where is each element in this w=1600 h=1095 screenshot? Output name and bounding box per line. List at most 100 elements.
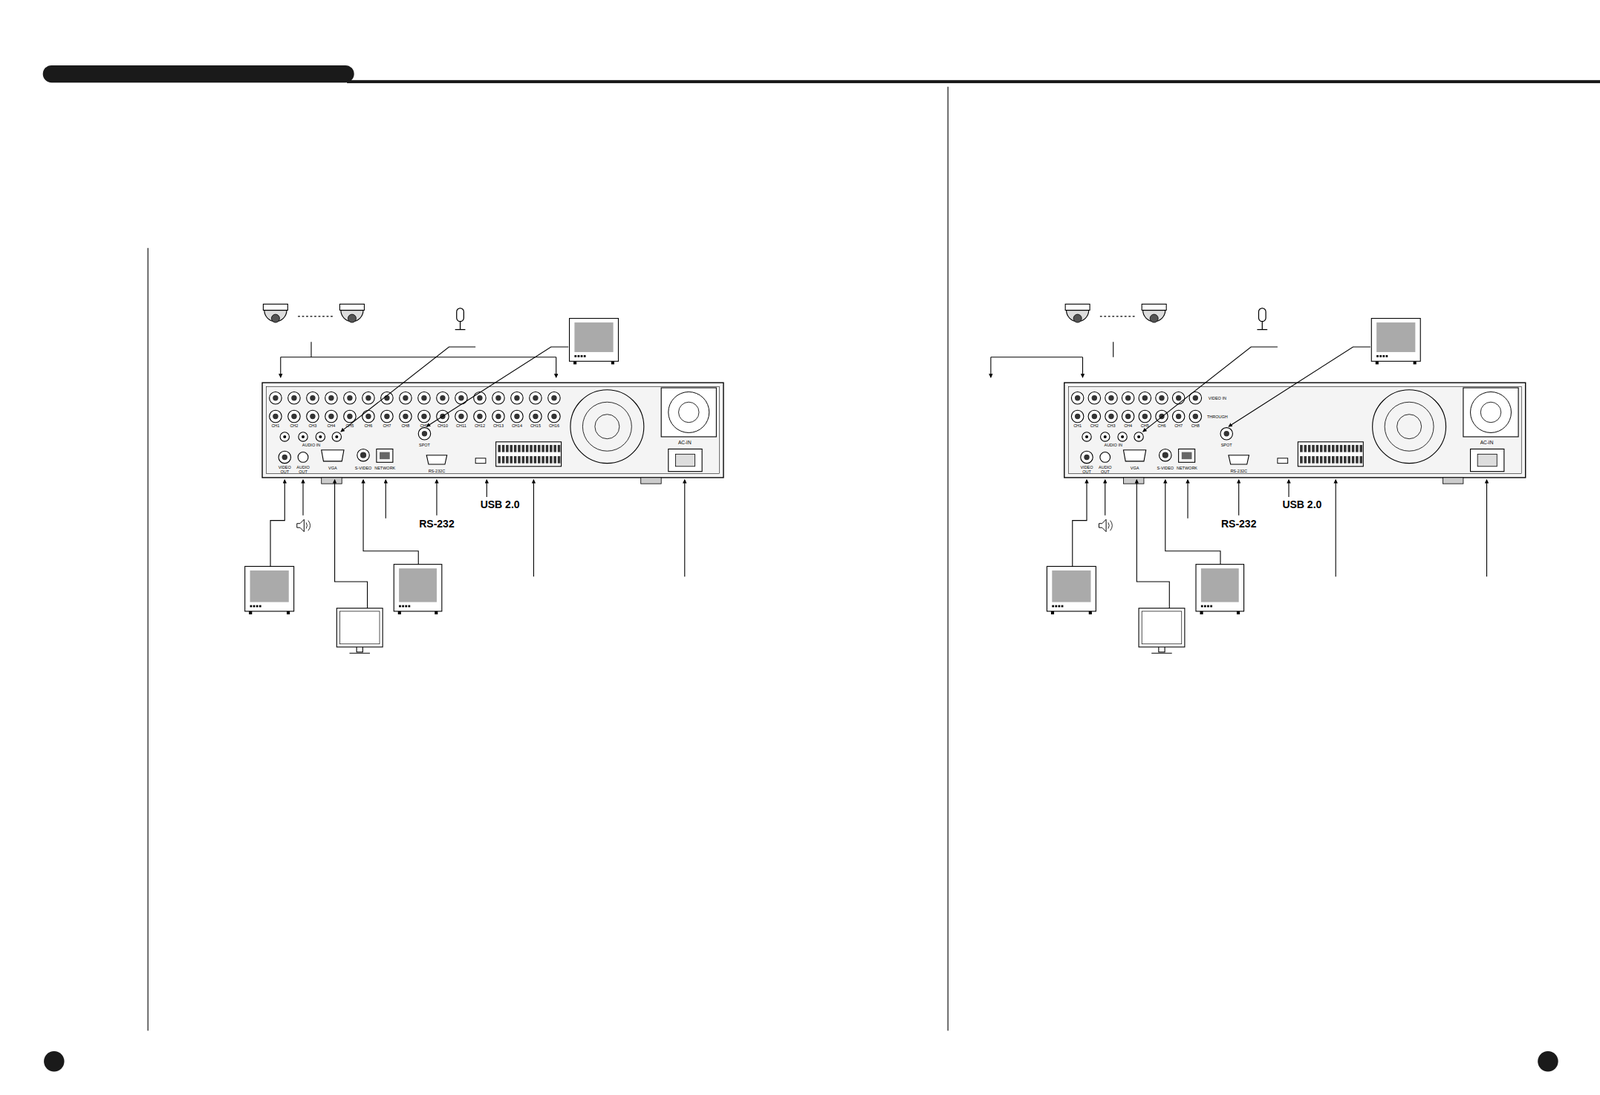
- bnc-pin: [365, 395, 371, 401]
- terminal-screw: [1343, 456, 1347, 464]
- bnc-connector: [343, 410, 356, 422]
- bnc-connector: [418, 392, 431, 405]
- vga-port: [321, 450, 344, 462]
- bnc-connector: [492, 392, 505, 405]
- terminal-screw: [1335, 444, 1339, 453]
- bnc-connector: [1172, 410, 1185, 422]
- microphone: [1256, 308, 1268, 330]
- s-video-port: [357, 448, 370, 461]
- channel-label: CH5: [1136, 424, 1153, 429]
- leader-line: [990, 357, 991, 378]
- monitor-case: [1195, 564, 1245, 612]
- monitor-screen: [1201, 568, 1239, 602]
- bnc-connector: [288, 410, 301, 422]
- monitor-button: [1386, 355, 1389, 358]
- bnc-connector: [399, 392, 412, 405]
- rca-pin: [301, 435, 305, 439]
- monitor-case: [393, 564, 442, 612]
- terminal-screw: [1343, 444, 1347, 453]
- terminal-screw: [1347, 456, 1351, 464]
- bnc-pin: [458, 395, 464, 401]
- terminal-screw: [1303, 444, 1307, 453]
- rca-pin: [318, 435, 322, 439]
- channel-label: CH2: [285, 424, 303, 429]
- fan: [678, 401, 699, 422]
- terminal-screw: [1303, 456, 1307, 464]
- bnc-pin: [346, 395, 353, 401]
- leader-line: [486, 479, 488, 497]
- rca-jack: [1082, 432, 1092, 442]
- camera-lens: [1149, 314, 1159, 323]
- ac-inlet: [668, 448, 702, 471]
- fan: [668, 392, 710, 434]
- speaker-icon: [1098, 519, 1112, 532]
- monitor-button: [577, 355, 581, 358]
- monitor-button: [259, 605, 262, 608]
- rs232c-port: [426, 455, 447, 465]
- monitor-screen: [574, 322, 613, 353]
- leader-line: [1104, 479, 1106, 516]
- leader-line: [1187, 479, 1188, 519]
- bnc-connector: [399, 410, 412, 422]
- leader-line: [335, 479, 368, 609]
- monitor-button: [1210, 605, 1213, 608]
- channel-label: CH8: [1187, 424, 1204, 429]
- fan: [1480, 401, 1501, 422]
- terminal-screw: [497, 456, 501, 464]
- rca-jack: [1117, 432, 1127, 442]
- bnc-pin: [1192, 395, 1199, 401]
- terminal-screw: [545, 444, 549, 453]
- bnc-pin: [402, 395, 408, 401]
- speaker-icon: [297, 519, 311, 532]
- dome-camera: [262, 303, 288, 323]
- bnc-connector: [269, 410, 282, 422]
- terminal-screw: [1316, 444, 1320, 453]
- bnc-connector: [325, 410, 338, 422]
- port-label: NETWORK: [374, 466, 395, 471]
- terminal-screw: [549, 444, 553, 453]
- terminal-screw: [534, 456, 538, 464]
- monitor-button: [256, 605, 259, 608]
- channel-label: CH13: [489, 424, 507, 429]
- bnc-pin: [495, 395, 501, 401]
- channel-label: CH16: [545, 424, 563, 429]
- terminal-screw: [1331, 456, 1335, 464]
- monitor-screen: [398, 568, 437, 602]
- monitor-button: [407, 605, 411, 608]
- monitor-screen: [250, 570, 289, 603]
- terminal-screw: [549, 456, 553, 464]
- port-label: NETWORK: [1176, 466, 1197, 471]
- rca-jack: [315, 432, 325, 442]
- bnc-pin: [421, 395, 427, 401]
- bnc-pin: [282, 454, 288, 460]
- port-label: VIDEO OUT: [277, 466, 293, 476]
- bnc-connector: [1080, 450, 1093, 463]
- bnc-pin: [1074, 413, 1081, 419]
- monitor-foot: [434, 611, 438, 615]
- leader-line: [436, 479, 437, 516]
- bnc-pin: [402, 413, 408, 419]
- channel-label: CH10: [433, 424, 451, 429]
- terminal-screw: [553, 456, 557, 464]
- channel-label: CH2: [1085, 424, 1103, 429]
- bnc-pin: [1142, 413, 1148, 419]
- leader-line: [310, 341, 312, 358]
- monitor-button: [583, 355, 587, 358]
- bnc-pin: [1108, 395, 1114, 401]
- bnc-pin: [514, 413, 520, 419]
- leader-line: [280, 356, 557, 358]
- leader-line: [684, 479, 685, 578]
- terminal-screw: [1311, 456, 1315, 464]
- monitor-button: [1201, 605, 1204, 608]
- monitor-button: [1061, 605, 1064, 608]
- monitor-foot: [573, 361, 577, 364]
- mic-stand: [1256, 321, 1268, 330]
- speaker-wave: [306, 520, 310, 532]
- port-label: THROUGH: [1204, 415, 1230, 420]
- port-label: VGA: [325, 466, 341, 471]
- monitor-button: [253, 605, 256, 608]
- page-number-dot: [43, 1051, 64, 1072]
- dashed-link: [297, 315, 335, 317]
- terminal-screw: [1328, 444, 1332, 453]
- terminal-screw: [502, 444, 506, 453]
